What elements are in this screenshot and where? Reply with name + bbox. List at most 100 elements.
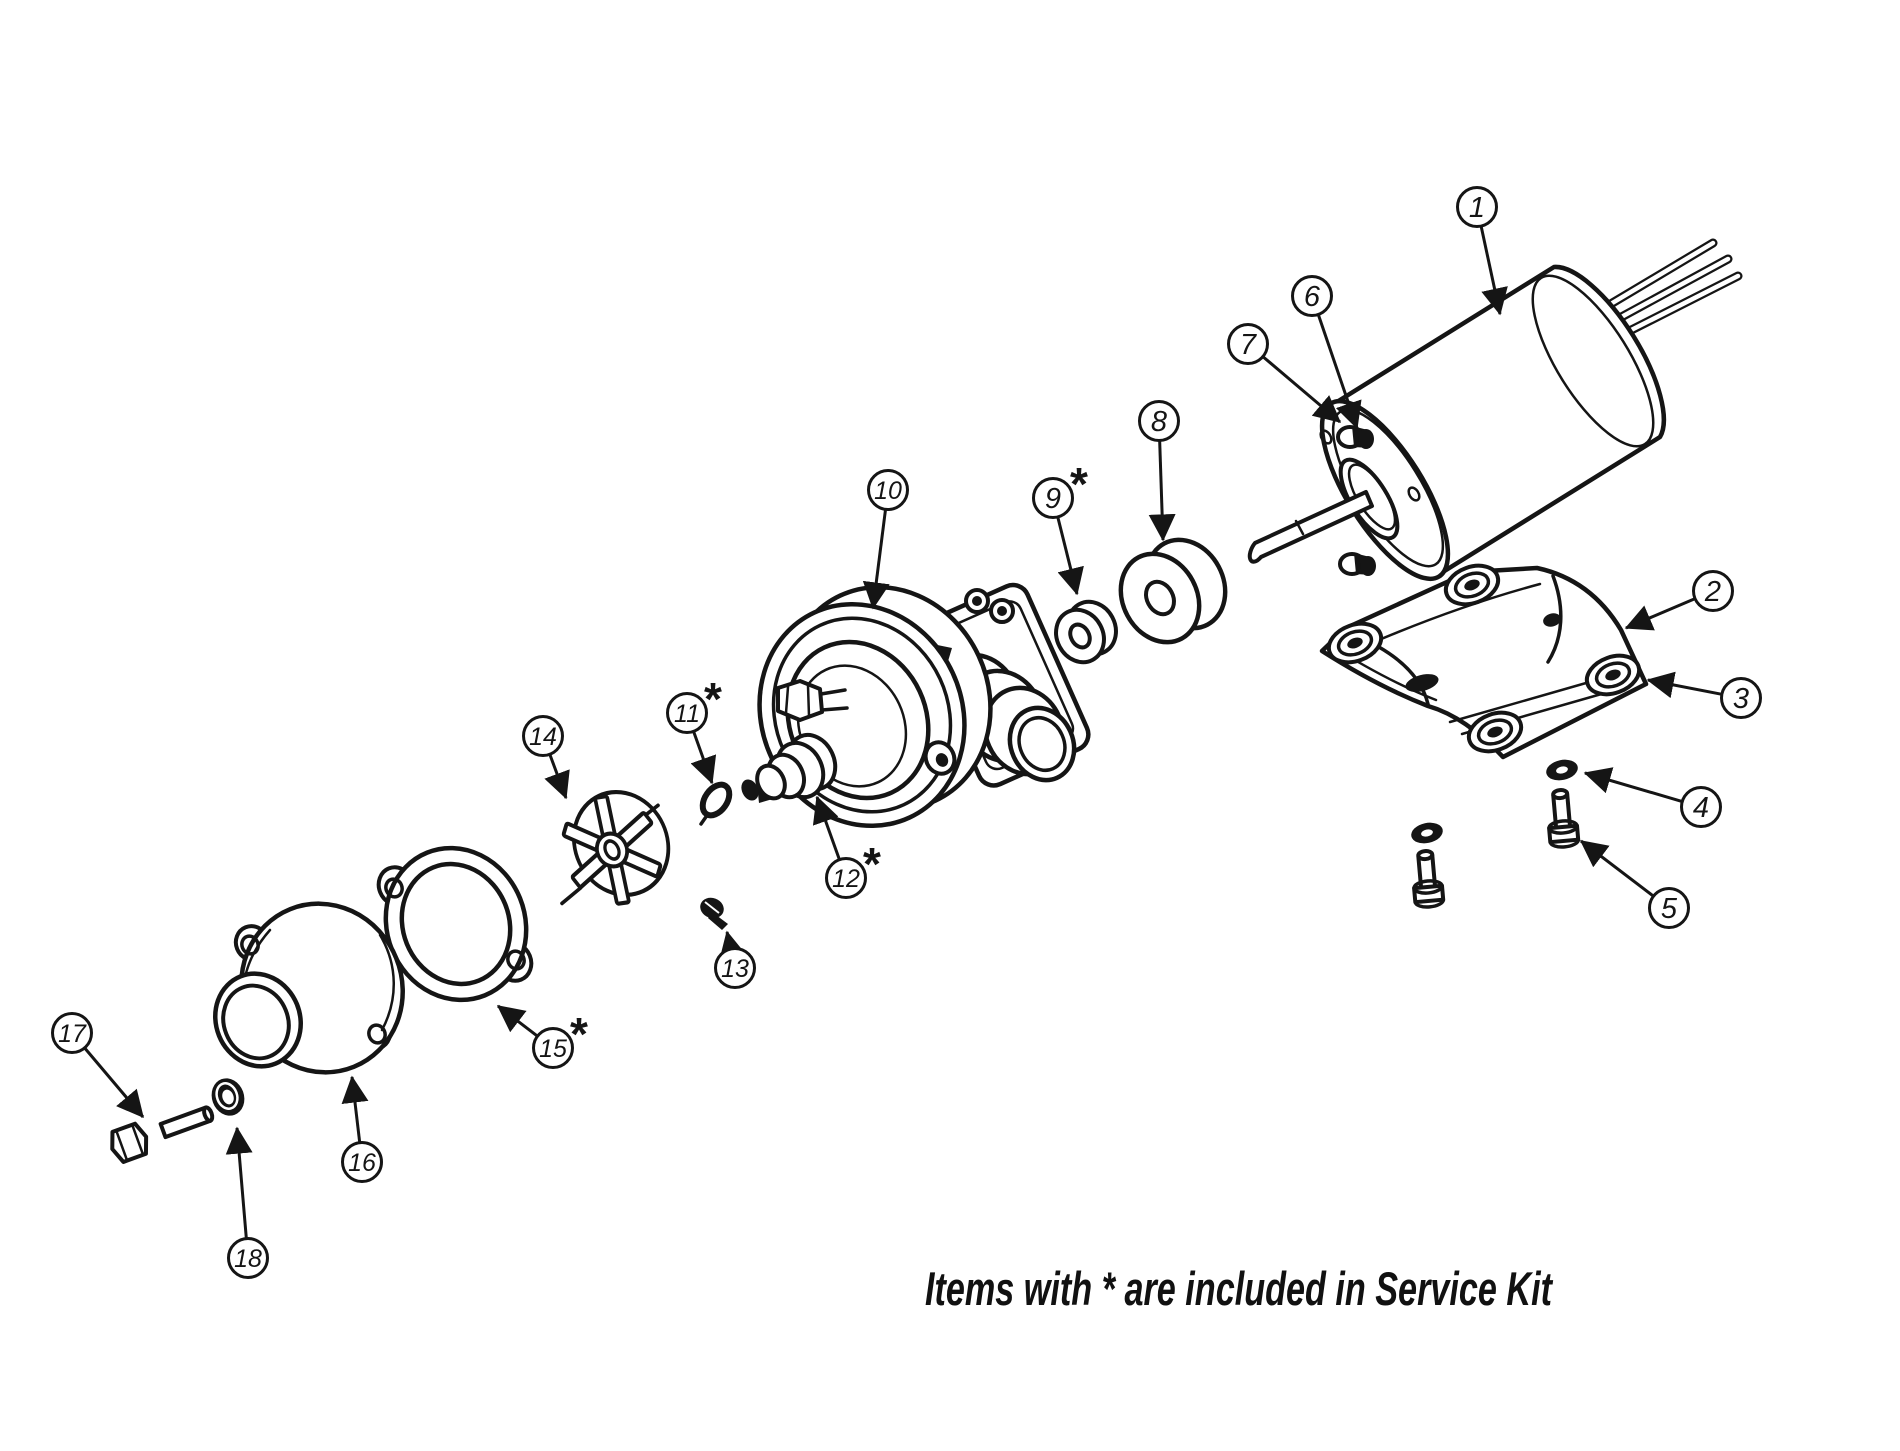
- callout-number: 6: [1304, 281, 1321, 313]
- cam: [741, 732, 838, 803]
- retaining-clip: [699, 781, 733, 826]
- callout-leader: [1316, 313, 1362, 430]
- callout-12: 12*: [812, 795, 881, 899]
- callout-13: 13: [714, 930, 756, 989]
- callout-number: 14: [529, 723, 557, 751]
- callout-circle: [532, 1027, 574, 1069]
- callout-circle: [1680, 786, 1722, 828]
- washer-left: [1411, 822, 1443, 844]
- callout-number: 7: [1240, 329, 1258, 361]
- callout-leader: [1579, 839, 1655, 898]
- service-kit-asterisk: *: [863, 838, 881, 890]
- motor-face-screw-bottom: [1338, 552, 1376, 576]
- callout-15: 15*: [496, 1004, 588, 1069]
- callout-number: 2: [1704, 576, 1721, 608]
- shaft-spacer: [1118, 537, 1228, 645]
- callout-number: 3: [1733, 683, 1749, 715]
- callout-leader: [1624, 597, 1696, 631]
- mounting-bracket: [1319, 563, 1649, 760]
- callout-leader: [1646, 671, 1723, 699]
- callout-circle: [1692, 570, 1734, 612]
- callout-leader: [544, 753, 570, 800]
- callout-circle: [1648, 887, 1690, 929]
- pump-body: [757, 582, 1091, 829]
- callout-7: 7: [1227, 323, 1342, 424]
- impeller: [560, 789, 671, 906]
- callout-leader: [1583, 767, 1683, 803]
- callout-leader: [1261, 355, 1342, 424]
- service-kit-asterisk: *: [1070, 458, 1088, 510]
- callout-number: 12: [832, 865, 860, 893]
- callout-9: 9*: [1032, 458, 1088, 596]
- callout-leader: [341, 1075, 369, 1143]
- callout-number: 10: [874, 477, 902, 505]
- callout-leader: [690, 730, 717, 785]
- callout-leader: [225, 1126, 253, 1239]
- callout-circle: [341, 1141, 383, 1183]
- callout-circle: [714, 947, 756, 989]
- bracket-screws: [1412, 788, 1581, 909]
- callout-circle: [1456, 186, 1498, 228]
- callout-circle: [867, 469, 909, 511]
- callout-circle: [1720, 677, 1762, 719]
- callout-leader: [1148, 440, 1176, 542]
- bracket-grommet-left: [1326, 621, 1384, 665]
- bracket-hole: [1543, 613, 1561, 627]
- callout-4: 4: [1583, 767, 1722, 828]
- callout-18: 18: [225, 1126, 269, 1279]
- callout-leader: [812, 795, 841, 861]
- bracket-slot: [1405, 674, 1439, 692]
- callout-number: 15: [539, 1035, 567, 1063]
- callout-circle: [1227, 323, 1269, 365]
- shaft-washer: [1054, 599, 1118, 665]
- gasket: [376, 845, 534, 1003]
- callout-17: 17: [51, 1012, 145, 1119]
- callout-1: 1: [1456, 186, 1508, 316]
- impeller-blades: [561, 794, 663, 906]
- callout-number: 1: [1469, 192, 1485, 224]
- callout-leader: [496, 1004, 539, 1038]
- service-kit-asterisk: *: [704, 673, 722, 725]
- callout-circle: [1138, 400, 1180, 442]
- callout-3: 3: [1646, 671, 1762, 719]
- callout-8: 8: [1138, 400, 1180, 542]
- bracket-washers: [1411, 759, 1578, 844]
- callout-leader: [1479, 225, 1508, 316]
- callout-6: 6: [1291, 275, 1362, 430]
- callout-leader: [1056, 516, 1084, 596]
- callout-circle: [1032, 477, 1074, 519]
- callout-number: 4: [1693, 792, 1709, 824]
- callout-number: 5: [1661, 893, 1678, 925]
- callout-number: 11: [674, 700, 700, 728]
- callout-circle: [1291, 275, 1333, 317]
- callout-leader: [862, 509, 890, 610]
- bracket-grommet-right: [1584, 653, 1642, 697]
- callout-leader: [719, 930, 746, 960]
- callout-5: 5: [1579, 839, 1690, 929]
- screw-right: [1547, 788, 1581, 849]
- callout-14: 14: [522, 715, 570, 800]
- service-kit-note: Items with * are included in Service Kit: [925, 1262, 1554, 1315]
- bracket-grommet-top: [1443, 563, 1501, 607]
- impeller-screw: [700, 897, 728, 930]
- callout-leader: [83, 1046, 145, 1119]
- hex-plug: [776, 679, 849, 722]
- callout-number: 8: [1151, 406, 1167, 438]
- callout-circle: [522, 715, 564, 757]
- cover-washer: [211, 1078, 245, 1116]
- callout-circle: [666, 692, 708, 734]
- callout-number: 13: [721, 955, 749, 983]
- callout-number: 18: [234, 1245, 262, 1273]
- cover-bolt: [110, 1105, 215, 1164]
- callout-number: 9: [1045, 483, 1061, 515]
- screw-left: [1412, 849, 1446, 909]
- callout-circle: [825, 857, 867, 899]
- washer-right: [1546, 759, 1578, 781]
- callout-circle: [227, 1237, 269, 1279]
- callout-circle: [51, 1012, 93, 1054]
- callout-number: 17: [58, 1020, 87, 1048]
- motor-shaft: [1247, 490, 1374, 564]
- callout-2: 2: [1624, 570, 1734, 631]
